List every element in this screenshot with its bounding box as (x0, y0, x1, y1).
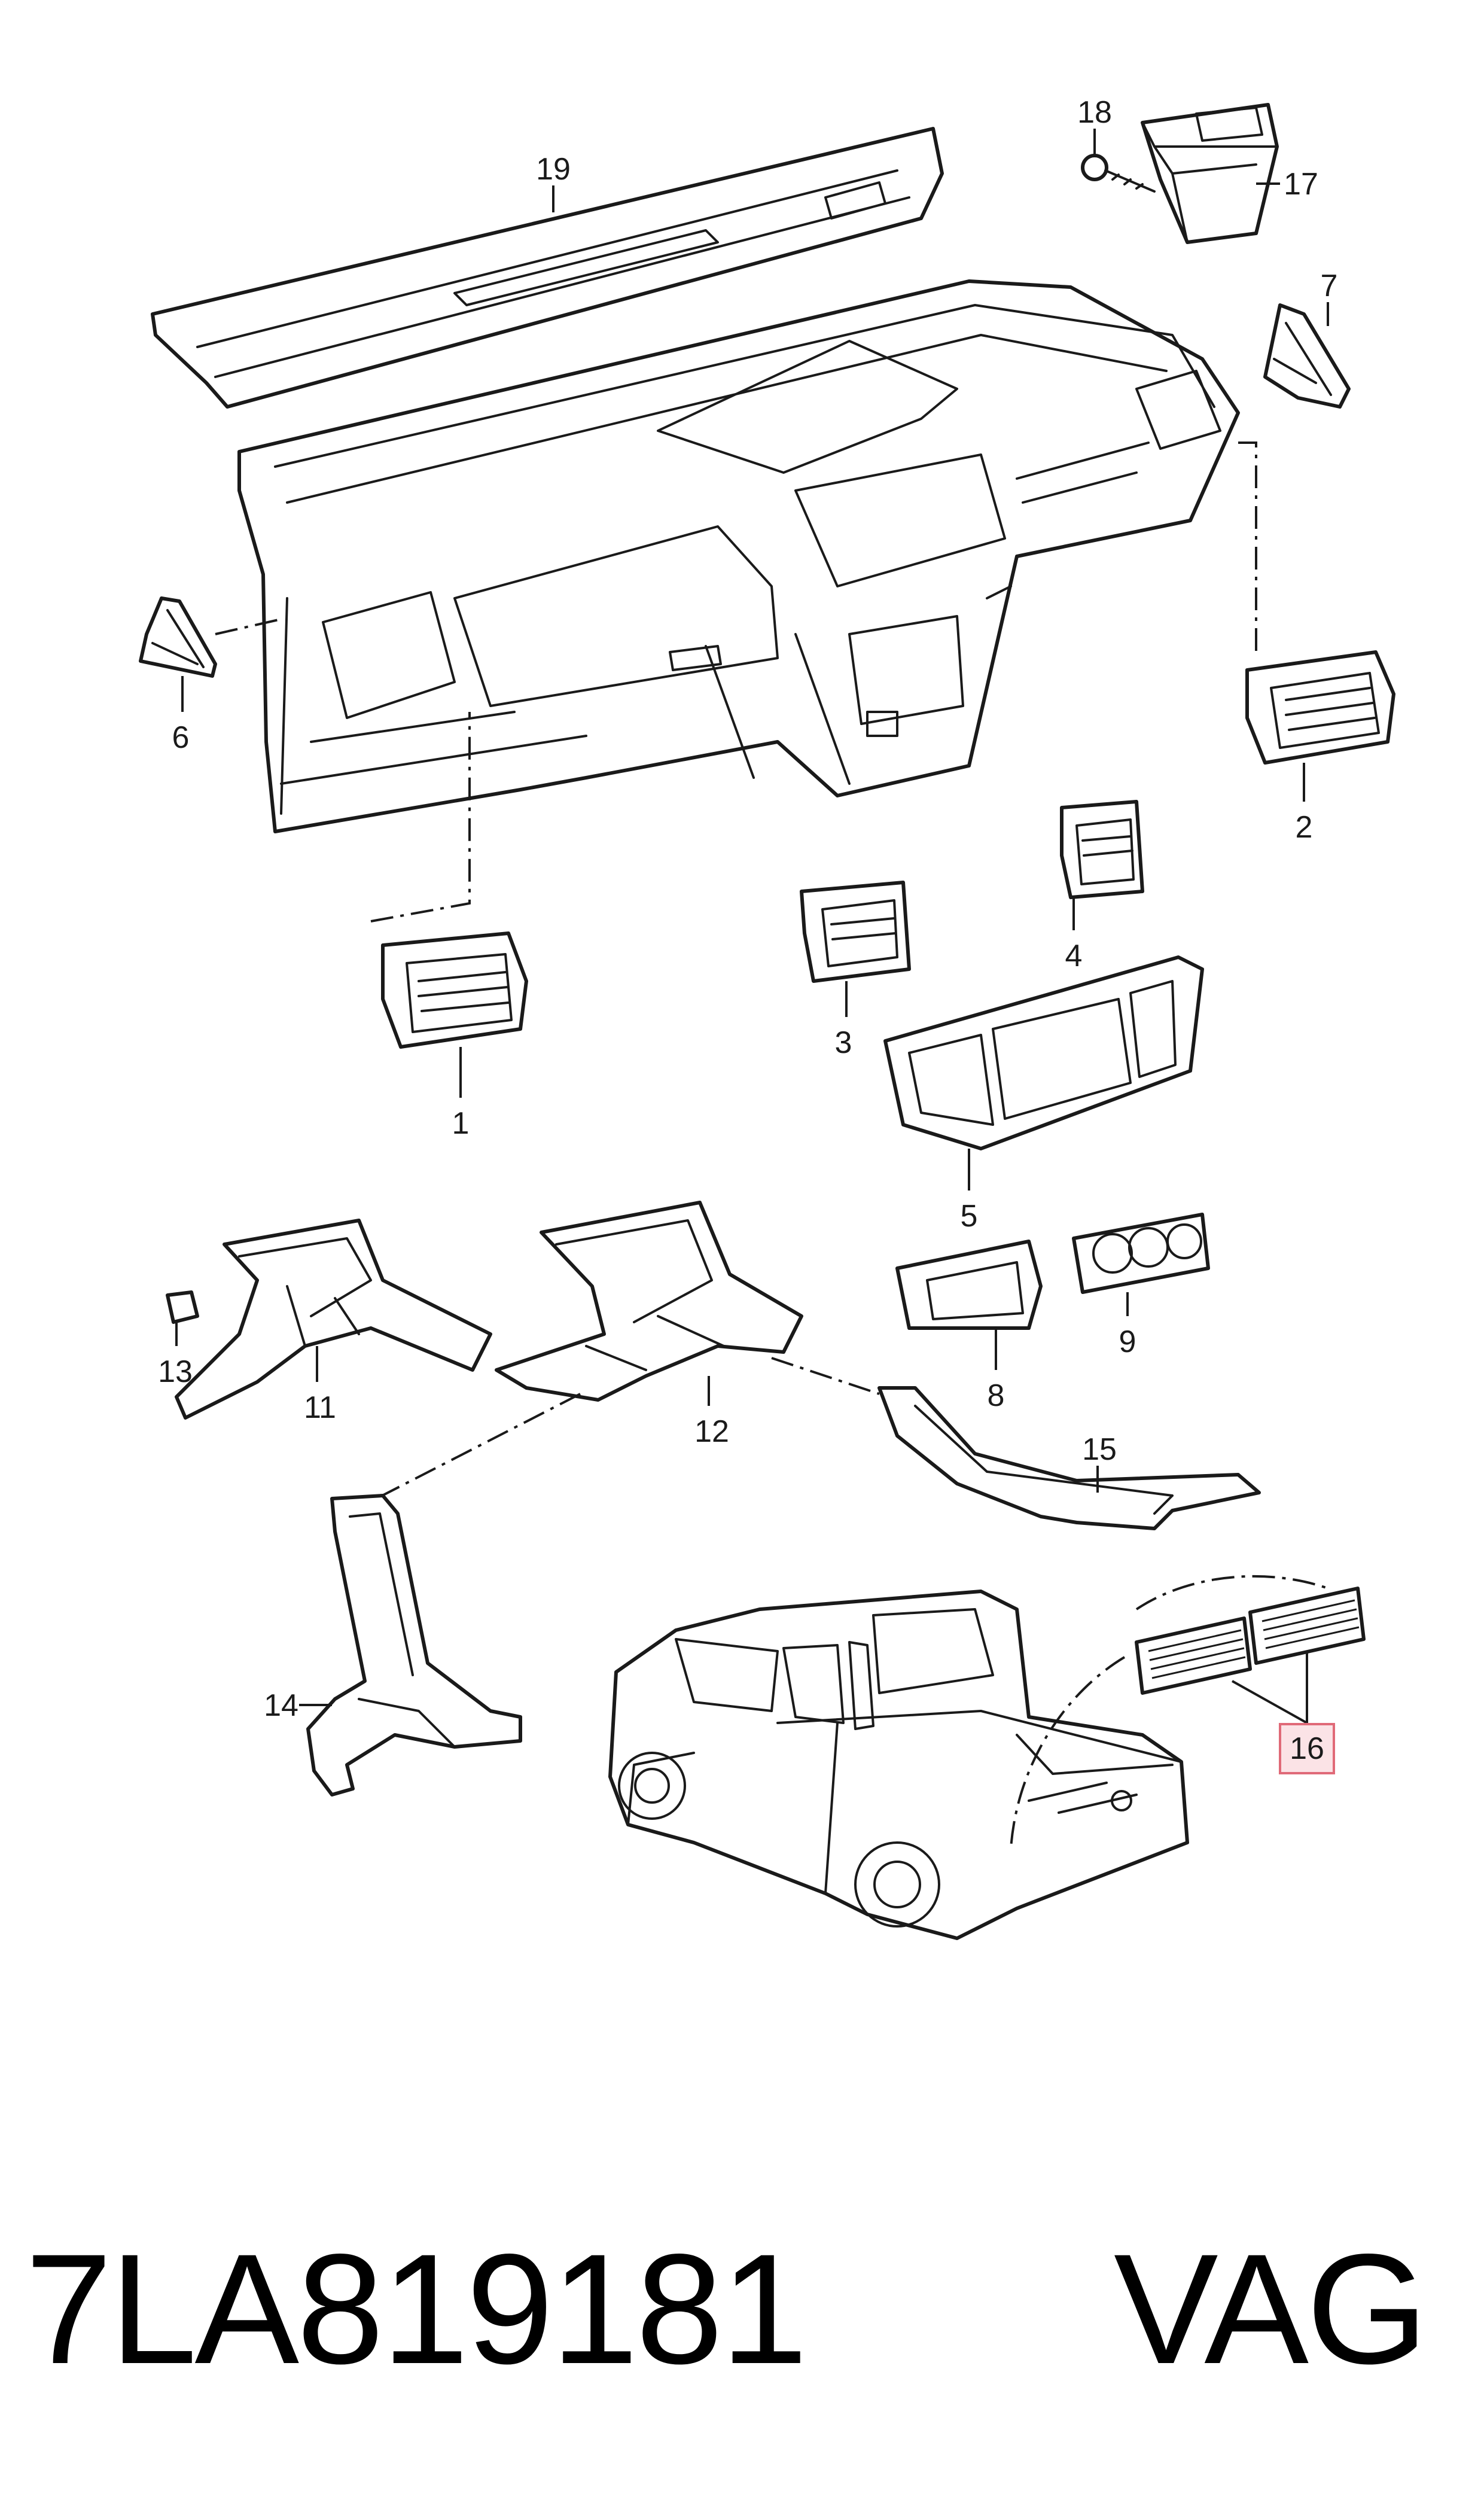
part-18-screw (1081, 129, 1156, 193)
callout-1: 1 (452, 1106, 470, 1141)
part-number-caption: 7LA819181 (25, 2221, 807, 2397)
part-3-center-vent (800, 881, 911, 1017)
callout-9: 9 (1119, 1325, 1136, 1359)
part-1-air-vent-left (370, 712, 528, 1098)
part-16-bed-grilles (1010, 1575, 1366, 1849)
part-8-switch-panel (895, 1240, 1043, 1370)
callout-2: 2 (1296, 810, 1313, 845)
callout-6: 6 (172, 720, 190, 755)
callout-5: 5 (961, 1199, 978, 1234)
callout-14: 14 (264, 1688, 298, 1723)
part-4-center-vent (1060, 800, 1144, 930)
callout-16: 16 (1290, 1731, 1324, 1766)
callout-15: 15 (1082, 1432, 1117, 1467)
part-17-storage-box (1141, 103, 1280, 244)
callout-11: 11 (304, 1390, 336, 1425)
callout-labels: 19 18 17 7 6 2 1 3 4 5 8 9 13 11 12 15 1… (158, 95, 1338, 1774)
callout-17: 17 (1284, 167, 1318, 202)
callout-13: 13 (158, 1354, 193, 1389)
callout-19: 19 (536, 152, 571, 187)
pickup-truck-illustration (608, 1590, 1189, 1940)
part-7-side-cover-right (1263, 302, 1351, 409)
part-14-air-duct-lower (299, 1494, 522, 1797)
callout-7: 7 (1321, 269, 1338, 303)
part-5-center-trim-frame (883, 955, 1204, 1191)
callout-4: 4 (1065, 939, 1083, 973)
part-6-side-cover-left (139, 596, 282, 712)
part-12-air-duct-center (358, 1201, 880, 1509)
part-13-clip (166, 1290, 199, 1346)
callout-3: 3 (835, 1025, 852, 1060)
part-19-defroster-panel (151, 127, 944, 409)
part-2-air-vent-right (1238, 442, 1395, 802)
part-9-climate-panel (1072, 1213, 1210, 1316)
brand-caption: VAG (1114, 2221, 1428, 2397)
part-11-air-duct-left (175, 1219, 492, 1420)
part-15-air-duct-rear (877, 1386, 1261, 1530)
callout-18: 18 (1077, 95, 1112, 130)
callout-12: 12 (694, 1414, 729, 1449)
callout-16-highlight-box (1279, 1723, 1335, 1774)
callout-8: 8 (988, 1378, 1005, 1413)
dashboard-assembly (237, 279, 1240, 833)
